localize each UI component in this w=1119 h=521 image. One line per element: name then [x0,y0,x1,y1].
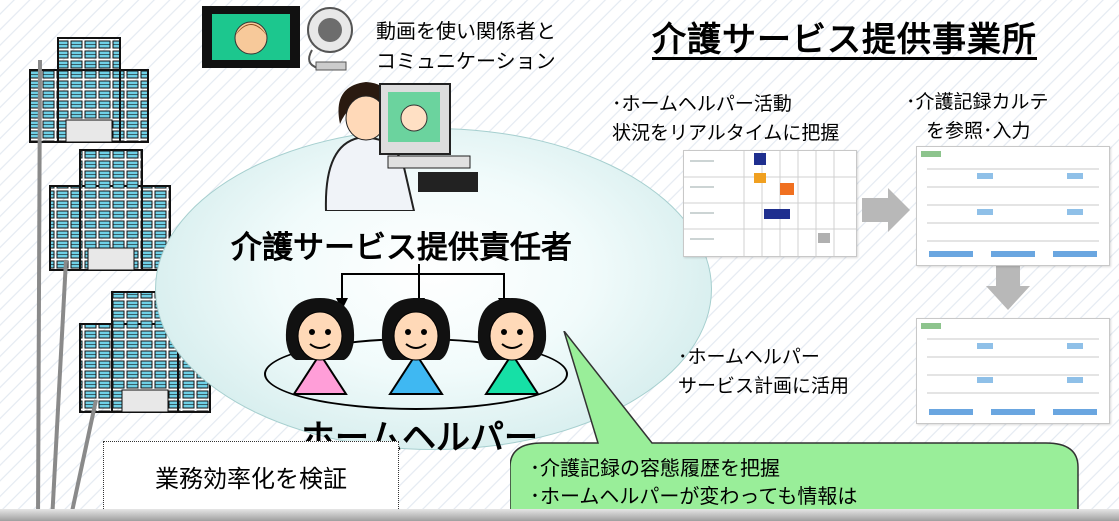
realtime-note: ･ホームヘルパー活動 状況をリアルタイムに把握 [612,90,839,148]
callout-text: ･介護記録の容態履歴を把握 ･ホームヘルパーが変わっても情報は [530,454,857,510]
right-arrow-icon [862,188,910,232]
care-plan-screenshot [916,318,1110,424]
helper-figure-icon [285,298,355,395]
plan-note: ･ホームヘルパー サービス計画に活用 [678,343,849,401]
video-communication-text: 動画を使い関係者と コミュニケーション [376,16,556,76]
realtime-note-line1: ･ホームヘルパー活動 [612,93,792,115]
callout-line2: ･ホームヘルパーが変わっても情報は [530,484,858,508]
home-helpers-illustration [285,298,547,395]
plan-note-line1: ･ホームヘルパー [678,346,820,368]
video-communication-line2: コミュニケーション [376,49,556,73]
manager-label: 介護サービス提供責任者 [231,230,572,266]
video-communication-line1: 動画を使い関係者と [376,19,556,43]
callout-line1: ･介護記録の容態履歴を把握 [530,456,780,480]
buildings-illustration [29,37,211,521]
efficiency-verification-box: 業務効率化を検証 [103,441,399,511]
records-note: ･介護記録カルテ を参照･入力 [906,88,1049,146]
plan-note-line2: サービス計画に活用 [678,375,850,397]
records-note-line2: を参照･入力 [926,120,1031,142]
bottom-band [0,509,1119,521]
care-record-screenshot [916,146,1110,266]
helper-figure-icon [477,298,547,395]
video-call-illustration [202,6,353,71]
down-arrow-icon [986,262,1030,310]
records-note-line1: ･介護記録カルテ [906,91,1049,113]
manager-at-computer-illustration [324,82,478,211]
arrow-head-icon [336,298,348,310]
callout-bubble [510,331,1079,521]
keyboard-icon [418,172,478,192]
realtime-note-line2: 状況をリアルタイムに把握 [612,122,840,144]
page-title: 介護サービス提供事業所 [652,20,1037,60]
building-icon [29,37,149,143]
helper-figure-icon [381,298,451,395]
building-icon [49,149,171,271]
schedule-screenshot [683,150,857,257]
network-lines [36,59,98,521]
